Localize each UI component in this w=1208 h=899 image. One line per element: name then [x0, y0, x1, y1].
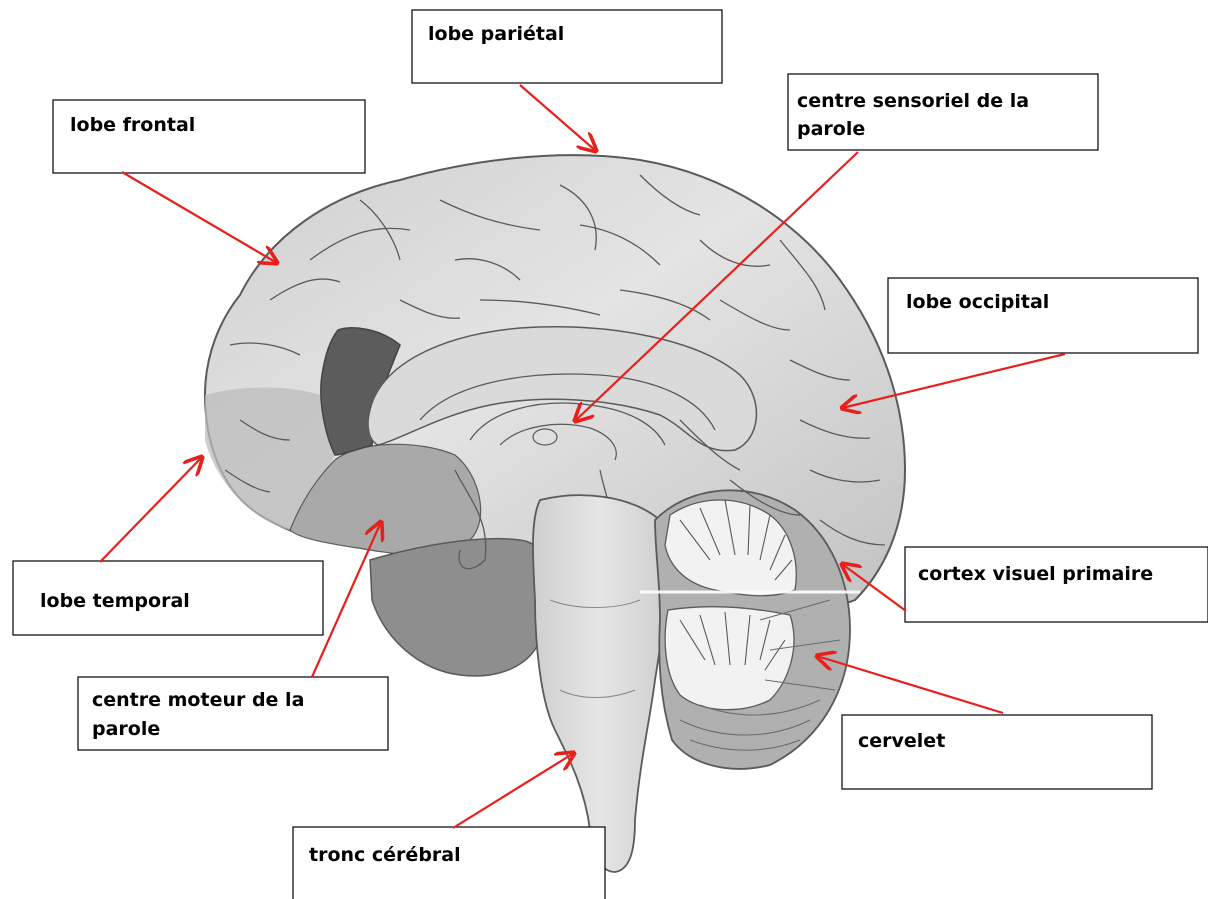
label-centre-sensoriel-line2: parole: [797, 118, 865, 140]
label-box-lobe-parietal: lobe pariétal: [412, 10, 722, 83]
label-centre-moteur-line1: centre moteur de la: [92, 689, 304, 711]
label-lobe-parietal: lobe pariétal: [428, 23, 564, 45]
label-box-lobe-occipital: lobe occipital: [888, 278, 1198, 353]
label-lobe-occipital: lobe occipital: [906, 291, 1049, 313]
label-tronc-cerebral: tronc cérébral: [309, 844, 461, 866]
label-lobe-temporal: lobe temporal: [40, 590, 190, 612]
label-box-tronc-cerebral: tronc cérébral: [293, 827, 605, 899]
arrow-tronc-cerebral: [453, 753, 574, 828]
label-box-centre-sensoriel: centre sensoriel de la parole: [788, 74, 1098, 150]
label-centre-sensoriel-line1: centre sensoriel de la: [797, 90, 1029, 112]
arrow-lobe-frontal: [122, 172, 277, 263]
label-lobe-frontal: lobe frontal: [70, 114, 195, 136]
label-box-cervelet: cervelet: [842, 715, 1152, 789]
arrow-lobe-temporal: [100, 457, 202, 562]
label-box-cortex-visuel: cortex visuel primaire: [905, 547, 1208, 622]
label-cortex-visuel: cortex visuel primaire: [918, 563, 1153, 585]
label-centre-moteur-line2: parole: [92, 718, 160, 740]
label-box-lobe-temporal: lobe temporal: [13, 561, 323, 635]
brainstem: [533, 495, 665, 872]
label-box-lobe-frontal: lobe frontal: [53, 100, 365, 173]
arrow-cervelet: [817, 656, 1003, 713]
label-box-centre-moteur: centre moteur de la parole: [78, 677, 388, 750]
arrow-lobe-parietal: [520, 85, 596, 151]
label-cervelet: cervelet: [858, 730, 945, 752]
